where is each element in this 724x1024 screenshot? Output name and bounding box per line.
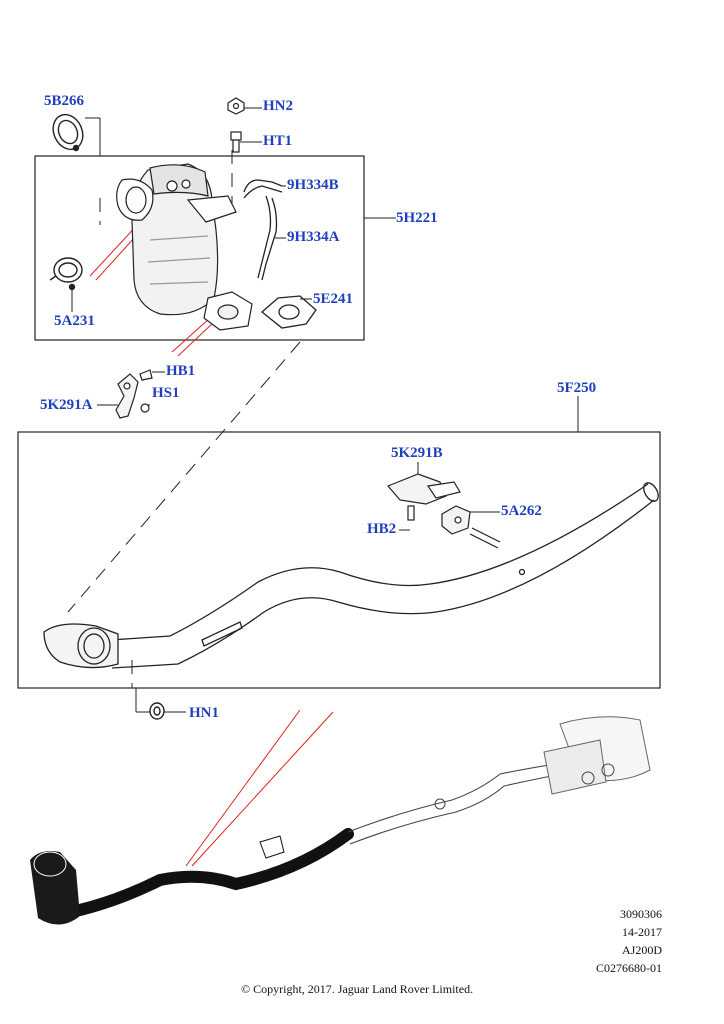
bracket-5K291A xyxy=(115,369,153,419)
clamp-5A231 xyxy=(49,257,83,291)
ref-number: 3090306 xyxy=(620,907,662,921)
tube-9H334B xyxy=(243,179,283,199)
tube-9H334A xyxy=(257,195,278,281)
callout-HS1[interactable]: HS1 xyxy=(152,385,180,401)
catalytic-converter xyxy=(116,163,253,331)
gasket-5E241 xyxy=(260,295,317,329)
hanger-5A262 xyxy=(441,505,501,549)
callout-5B266[interactable]: 5B266 xyxy=(44,93,85,109)
ref-date: 14-2017 xyxy=(622,925,662,939)
callout-5A231[interactable]: 5A231 xyxy=(54,313,95,329)
callout-HN2[interactable]: HN2 xyxy=(263,98,293,114)
nut-HN2 xyxy=(227,97,245,115)
callout-9H334B[interactable]: 9H334B xyxy=(287,177,339,193)
callout-HB2[interactable]: HB2 xyxy=(367,521,397,537)
callout-5F250[interactable]: 5F250 xyxy=(557,380,597,396)
nut-HN1 xyxy=(149,702,165,720)
bracket-5K291B xyxy=(386,473,461,521)
callout-9H334A[interactable]: 9H334A xyxy=(287,229,340,245)
group-box-5H221 xyxy=(34,155,365,341)
callout-HN1[interactable]: HN1 xyxy=(189,705,219,721)
downpipe-5F250 xyxy=(43,482,659,669)
callout-5K291B[interactable]: 5K291B xyxy=(391,445,443,461)
callout-5K291A[interactable]: 5K291A xyxy=(40,397,93,413)
ref-illustration-id: C0276680-01 xyxy=(596,961,662,975)
group-box-5F250 xyxy=(17,431,661,689)
callout-5A262[interactable]: 5A262 xyxy=(501,503,542,519)
gasket-5B266 xyxy=(52,113,84,152)
callout-HB1[interactable]: HB1 xyxy=(166,363,196,379)
callout-HT1[interactable]: HT1 xyxy=(263,133,293,149)
callout-5E241[interactable]: 5E241 xyxy=(313,291,354,307)
bolt-HT1 xyxy=(230,131,242,153)
callout-5H221[interactable]: 5H221 xyxy=(396,210,438,226)
red-reference-lines xyxy=(89,221,334,867)
exhaust-overview xyxy=(30,716,651,925)
ref-engine: AJ200D xyxy=(621,943,662,957)
copyright-notice: © Copyright, 2017. Jaguar Land Rover Lim… xyxy=(241,982,474,996)
